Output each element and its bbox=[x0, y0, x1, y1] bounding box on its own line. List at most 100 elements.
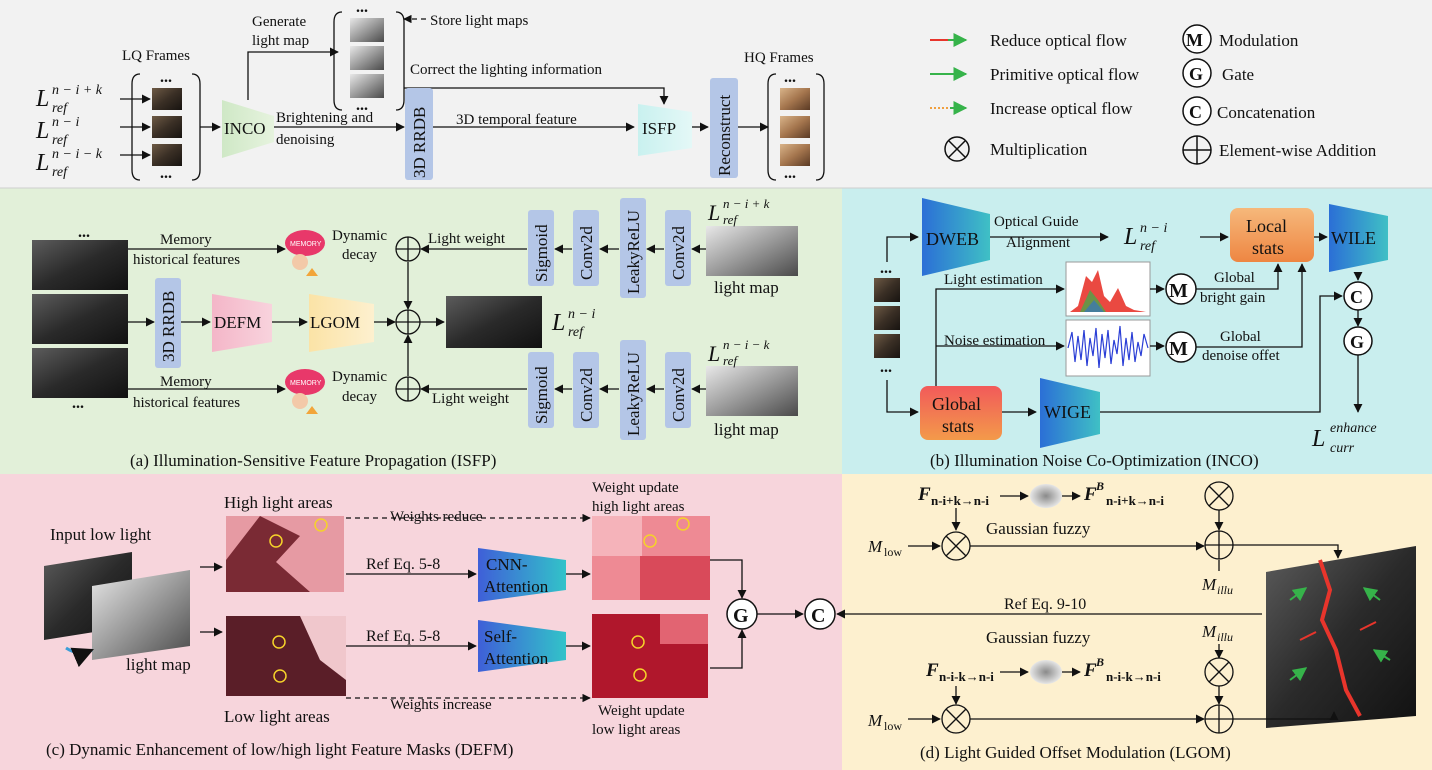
svg-text:...: ... bbox=[72, 395, 84, 412]
svg-text:Attention: Attention bbox=[484, 577, 549, 596]
svg-text:...: ... bbox=[784, 165, 796, 182]
svg-text:M: M bbox=[867, 711, 883, 730]
svg-text:Brightening and: Brightening and bbox=[276, 110, 374, 126]
gaussian-blur-lower bbox=[1030, 660, 1062, 684]
hq-frame-3 bbox=[780, 144, 810, 166]
gaussian-blur-upper bbox=[1030, 484, 1062, 508]
svg-text:...: ... bbox=[78, 224, 90, 241]
svg-text:ref: ref bbox=[1140, 239, 1157, 254]
svg-text:L: L bbox=[1311, 426, 1325, 452]
hq-frame-1 bbox=[780, 88, 810, 110]
svg-text:B: B bbox=[1095, 479, 1104, 493]
svg-text:3D RRDB: 3D RRDB bbox=[410, 107, 429, 178]
input-light-map-image bbox=[92, 570, 190, 660]
svg-text:stats: stats bbox=[1252, 238, 1284, 258]
svg-text:light map: light map bbox=[126, 655, 191, 674]
hq-frame-2 bbox=[780, 116, 810, 138]
svg-text:CNN-: CNN- bbox=[486, 555, 528, 574]
leakyrelu-top bbox=[620, 198, 646, 298]
conv2d-bottom-1 bbox=[573, 352, 599, 428]
updated-high-mask bbox=[592, 516, 710, 600]
svg-text:Memory: Memory bbox=[160, 374, 212, 390]
svg-text:MEMORY: MEMORY bbox=[290, 241, 322, 248]
conv2d-top-2 bbox=[665, 210, 691, 286]
l-enhance-curr: L enhance curr bbox=[1311, 421, 1377, 456]
svg-text:historical features: historical features bbox=[133, 252, 240, 268]
svg-text:Gaussian fuzzy: Gaussian fuzzy bbox=[986, 628, 1091, 647]
svg-text:L: L bbox=[707, 200, 720, 225]
lref-mid-inco: L n − i ref bbox=[1123, 221, 1167, 254]
caption-inco: (b) Illumination Noise Co-Optimization (… bbox=[930, 451, 1259, 470]
svg-text:decay: decay bbox=[342, 389, 377, 405]
svg-text:L: L bbox=[1123, 224, 1137, 250]
m-illu-upper: M illu bbox=[1201, 575, 1233, 597]
svg-text:stats: stats bbox=[942, 416, 974, 436]
caption-lgom: (d) Light Guided Offset Modulation (LGOM… bbox=[920, 743, 1231, 762]
legend-multiplication: Multiplication bbox=[990, 140, 1088, 159]
svg-text:n-i+k→n-i: n-i+k→n-i bbox=[931, 493, 989, 508]
lq-frame-2 bbox=[152, 116, 182, 138]
svg-text:F: F bbox=[1083, 660, 1097, 681]
cnn-attention-block bbox=[478, 548, 566, 602]
svg-text:LeakyReLU: LeakyReLU bbox=[624, 210, 643, 294]
caption-defm: (c) Dynamic Enhancement of low/high ligh… bbox=[46, 740, 513, 759]
svg-text:Correct the lighting informati: Correct the lighting information bbox=[410, 62, 603, 78]
top-pipeline: LQ Frames ... ... L n − i + k ref L n − … bbox=[35, 0, 825, 182]
svg-text:L: L bbox=[35, 118, 49, 144]
svg-text:n − i − k: n − i − k bbox=[52, 147, 103, 162]
legend-modulation: Modulation bbox=[1219, 31, 1299, 50]
low-areas-label: Low light areas bbox=[224, 707, 330, 726]
offset-visualization bbox=[1266, 546, 1416, 728]
svg-text:low: low bbox=[884, 545, 902, 559]
svg-text:Weight update: Weight update bbox=[592, 480, 679, 496]
svg-text:curr: curr bbox=[1330, 441, 1355, 456]
lq-frame-1 bbox=[152, 88, 182, 110]
lref-minus-isfp: L n − i − k ref bbox=[707, 337, 770, 368]
svg-text:Reconstruct: Reconstruct bbox=[715, 95, 734, 176]
updated-low-mask bbox=[592, 614, 708, 698]
sigmoid-bottom bbox=[528, 352, 554, 428]
svg-text:enhance: enhance bbox=[1330, 421, 1377, 436]
svg-text:Local: Local bbox=[1246, 216, 1287, 236]
inco-block bbox=[222, 100, 274, 158]
m-illu-lower: M illu bbox=[1201, 622, 1233, 644]
aligned-frame bbox=[446, 296, 542, 348]
dweb-block bbox=[922, 198, 990, 276]
global-stats-block bbox=[920, 386, 1002, 440]
svg-text:...: ... bbox=[784, 69, 796, 86]
svg-text:Light weight: Light weight bbox=[432, 391, 510, 407]
svg-text:Generate: Generate bbox=[252, 14, 306, 30]
svg-text:MEMORY: MEMORY bbox=[290, 380, 322, 387]
svg-text:M: M bbox=[1201, 575, 1217, 594]
svg-text:L: L bbox=[35, 150, 49, 176]
f-plus: F n-i+k→n-i bbox=[917, 484, 989, 508]
sigmoid-top bbox=[528, 210, 554, 286]
defm-detail: Input low light light map High light are… bbox=[44, 480, 836, 759]
svg-text:M: M bbox=[1169, 280, 1188, 302]
high-light-mask bbox=[226, 516, 344, 592]
svg-text:Conv2d: Conv2d bbox=[577, 368, 596, 422]
svg-text:illu: illu bbox=[1217, 630, 1233, 644]
history-frame-3 bbox=[32, 348, 128, 398]
isfp-label: ISFP bbox=[642, 119, 676, 138]
svg-text:Weights increase: Weights increase bbox=[390, 697, 492, 713]
wige-block bbox=[1040, 378, 1100, 448]
svg-text:ref: ref bbox=[52, 133, 69, 148]
svg-text:bright gain: bright gain bbox=[1200, 290, 1266, 306]
self-attention-block bbox=[478, 620, 566, 672]
svg-text:n − i: n − i bbox=[52, 115, 79, 130]
svg-text:B: B bbox=[1095, 655, 1104, 669]
lref-minus-label: L n − i − k ref bbox=[35, 147, 103, 180]
legend: Reduce optical flow Primitive optical fl… bbox=[930, 24, 1377, 165]
svg-text:n − i + k: n − i + k bbox=[52, 83, 103, 98]
svg-text:...: ... bbox=[880, 260, 892, 277]
svg-text:G: G bbox=[733, 605, 749, 627]
svg-text:Global: Global bbox=[1220, 329, 1261, 345]
conv2d-top-1 bbox=[573, 210, 599, 286]
svg-text:Global: Global bbox=[1214, 270, 1255, 286]
svg-text:Store light maps: Store light maps bbox=[430, 13, 528, 29]
svg-text:Ref Eq. 5-8: Ref Eq. 5-8 bbox=[366, 556, 440, 573]
dots: ... bbox=[160, 69, 172, 86]
svg-text:DWEB: DWEB bbox=[926, 229, 979, 249]
